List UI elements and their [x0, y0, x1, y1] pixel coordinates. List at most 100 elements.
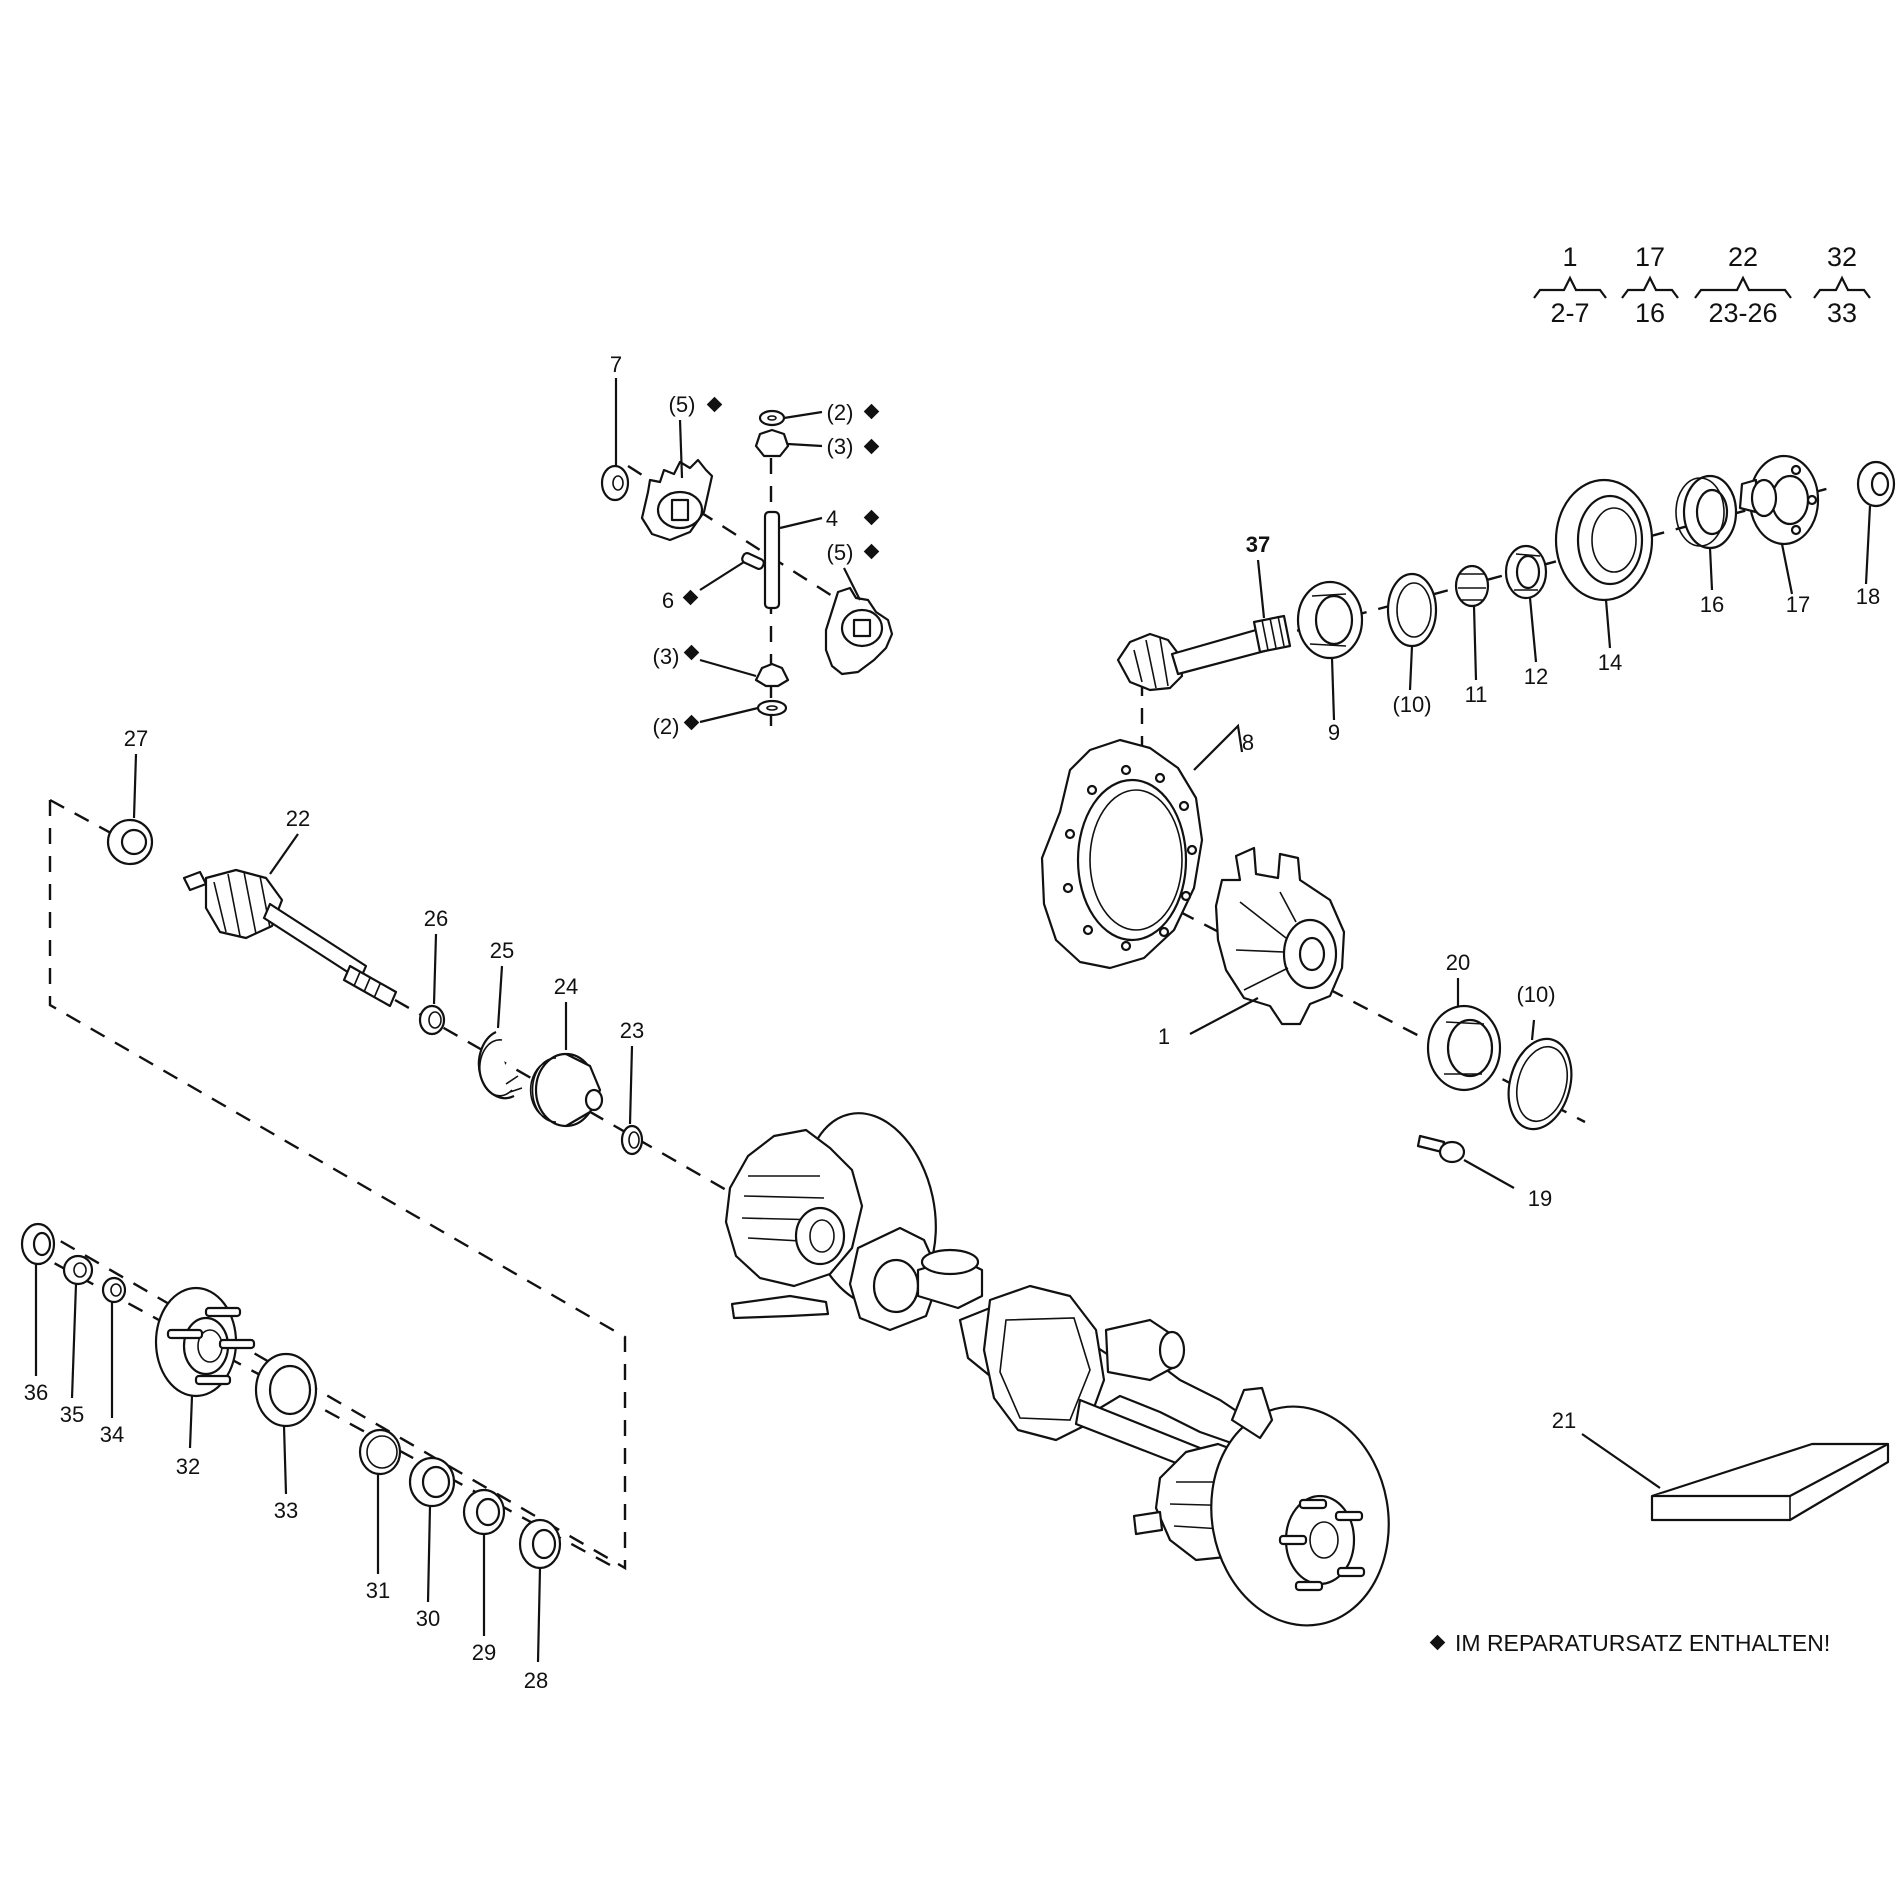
callout-label: 26	[424, 906, 448, 931]
lock-washer	[62, 1254, 94, 1286]
callout-label: 19	[1528, 1186, 1552, 1211]
diamond-icon	[1429, 1634, 1446, 1651]
shim-ring	[1507, 1037, 1573, 1131]
callout-label: 30	[416, 1606, 440, 1631]
callout-label: 21	[1552, 1408, 1576, 1433]
legend-parent: 1	[1562, 242, 1577, 272]
callout-label: 33	[274, 1498, 298, 1523]
callout-label: 9	[1328, 720, 1340, 745]
legend-group: 32 33	[1813, 242, 1871, 328]
boot-band	[477, 1031, 523, 1100]
collapsible-spacer	[1454, 564, 1490, 608]
side-bearing	[1426, 1004, 1502, 1092]
oil-deflector	[1554, 478, 1654, 602]
legend-children: 23-26	[1708, 298, 1777, 328]
repair-kit-note-text: IM REPARATURSATZ ENTHALTEN!	[1455, 1630, 1831, 1656]
callout-label: 6	[662, 588, 674, 613]
pinion-washer	[756, 699, 788, 717]
cv-drive-shaft	[182, 868, 398, 1008]
differential-pinion	[754, 428, 790, 458]
companion-flange	[1738, 454, 1820, 546]
assembly-legend: 1 2-7 17 16 22 23-26 32 33	[1533, 242, 1871, 328]
callout-label: 37	[1246, 532, 1270, 557]
legend-brace	[1533, 275, 1607, 299]
thrust-washer	[600, 464, 630, 502]
legend-parent: 32	[1827, 242, 1857, 272]
kit-diamond-icon	[863, 438, 880, 455]
pinion-assembly	[1116, 454, 1896, 692]
callout-label: (5)	[669, 392, 696, 417]
callout-label: 28	[524, 1668, 548, 1693]
hub-seal	[254, 1352, 318, 1428]
callout-label: 34	[100, 1422, 124, 1447]
legend-children: 2-7	[1550, 298, 1589, 328]
kit-diamond-icon	[706, 396, 723, 413]
legend-brace	[1621, 275, 1679, 299]
callout-label: (3)	[653, 644, 680, 669]
callout-label: 20	[1446, 950, 1470, 975]
callout-label: 8	[1242, 730, 1254, 755]
repair-kit-note: IM REPARATURSATZ ENTHALTEN!	[1429, 1630, 1831, 1657]
callout-label: 35	[60, 1402, 84, 1427]
wheel-studs	[1278, 1498, 1366, 1592]
callout-label: (10)	[1516, 982, 1555, 1007]
pinion-washer	[758, 409, 786, 427]
callout-labels: 7 (5) (2) (3) 4 (5) 6 (3) (2) 27 22 26 2…	[24, 352, 1880, 1693]
callout-label: 32	[176, 1454, 200, 1479]
repair-kit-box	[1650, 1442, 1890, 1522]
ring-gear	[1040, 738, 1204, 970]
side-gear	[640, 458, 714, 542]
drive-pinion	[1116, 614, 1292, 692]
wheel-hub-flange	[154, 1286, 256, 1398]
callout-label: (3)	[827, 434, 854, 459]
legend-children: 16	[1635, 298, 1665, 328]
callout-label: 17	[1786, 592, 1810, 617]
callout-label: 29	[472, 1640, 496, 1665]
legend-group: 1 2-7	[1533, 242, 1607, 328]
kit-diamond-icon	[863, 509, 880, 526]
side-gear	[824, 586, 894, 676]
callout-label: (2)	[827, 400, 854, 425]
callout-label: 4	[826, 506, 838, 531]
shaft-bearing	[106, 818, 154, 866]
kit-diamond-icon	[682, 589, 699, 606]
callout-label: 1	[1158, 1024, 1170, 1049]
steering-arm	[730, 1294, 830, 1320]
flange-nut	[1856, 460, 1896, 508]
axle-housing	[724, 1112, 1390, 1627]
callout-label: 36	[24, 1380, 48, 1405]
kit-diamond-icon	[683, 714, 700, 731]
kit-diamond-icon	[863, 543, 880, 560]
kit-diamond-icon	[863, 403, 880, 420]
differential-case	[1214, 846, 1346, 1026]
callout-label: 7	[610, 352, 622, 377]
legend-children: 33	[1827, 298, 1857, 328]
callout-label: (5)	[827, 540, 854, 565]
differential-pinion	[754, 662, 790, 688]
pinion-bearing	[1296, 580, 1364, 660]
kit-diamond-icon	[683, 644, 700, 661]
bearing-nut	[101, 1276, 127, 1304]
callout-label: 12	[1524, 664, 1548, 689]
legend-group: 17 16	[1621, 242, 1679, 328]
pinion-bearing	[1504, 544, 1548, 600]
snap-ring	[358, 1428, 402, 1476]
leader-lines	[34, 378, 1872, 1663]
callout-label: 27	[124, 726, 148, 751]
legend-brace	[1813, 275, 1871, 299]
legend-parent: 17	[1635, 242, 1665, 272]
lock-pin	[741, 552, 765, 570]
drive-shaft-assembly	[106, 818, 644, 1156]
callout-label: 23	[620, 1018, 644, 1043]
callout-label: 22	[286, 806, 310, 831]
callout-label: 18	[1856, 584, 1880, 609]
callout-label: 24	[554, 974, 578, 999]
cv-boot	[529, 1052, 604, 1128]
callout-label: 16	[1700, 592, 1724, 617]
legend-group: 22 23-26	[1694, 242, 1792, 328]
ring-gear-bolt	[1416, 1134, 1466, 1164]
legend-parent: 22	[1728, 242, 1758, 272]
callout-label: 25	[490, 938, 514, 963]
